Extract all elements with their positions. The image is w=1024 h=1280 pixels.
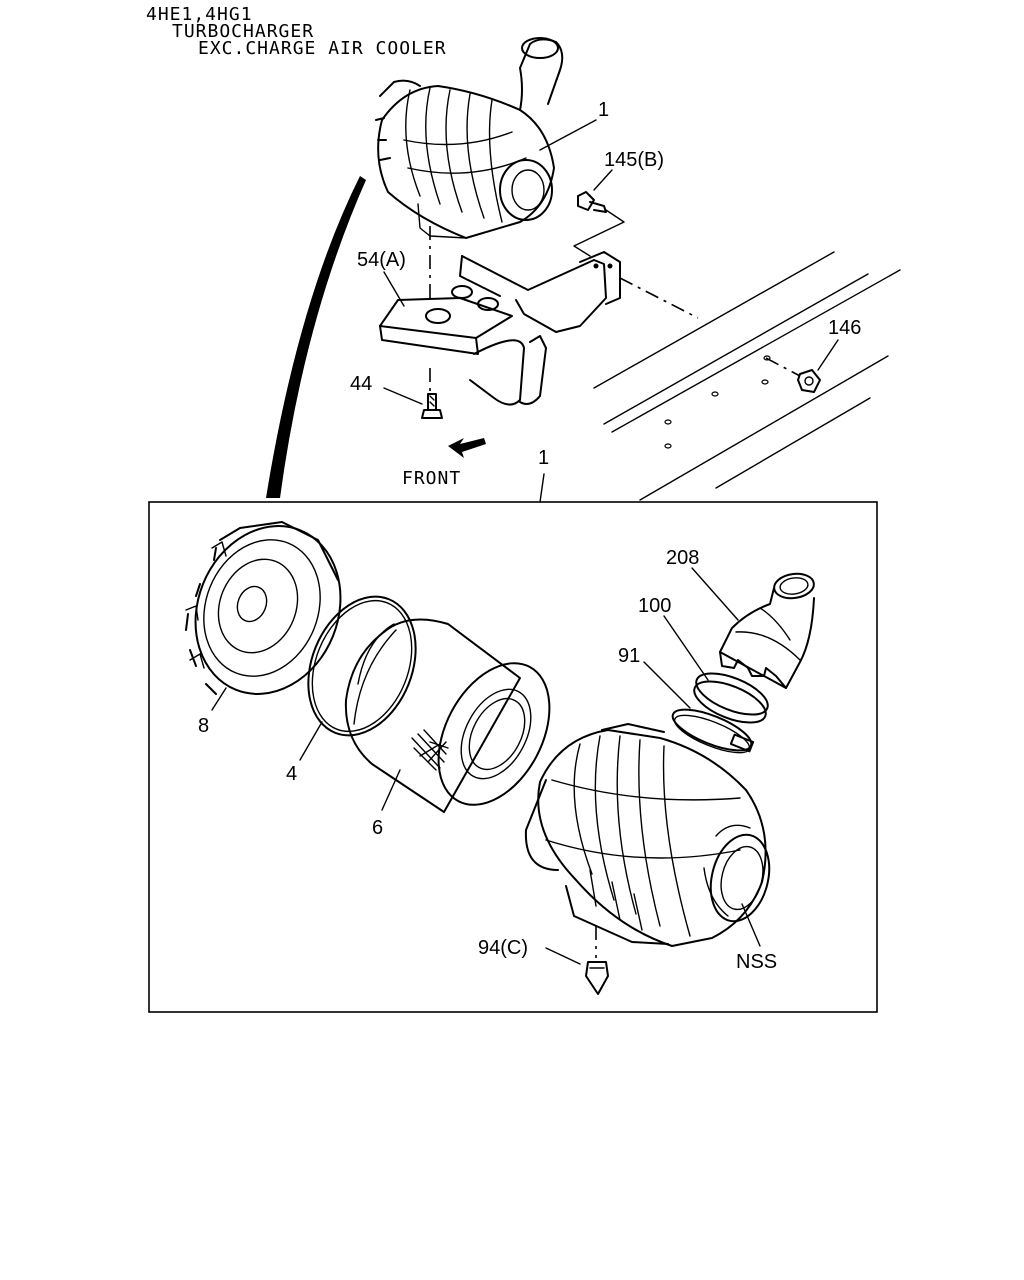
valve-icon[interactable] [585,926,609,995]
callout-145: 145(B) [604,149,665,171]
callout-91: 91 [618,645,641,667]
ring-icon[interactable] [689,665,773,731]
cover-icon[interactable] [171,504,365,716]
detail-reference-arc [266,176,366,498]
chassis-frame-icon [593,251,901,501]
callout-1-detail: 1 [538,447,550,469]
variant-exclusion-label: EXC.CHARGE AIR COOLER [198,38,447,59]
bolt-44-icon[interactable] [421,368,443,419]
engine-variant-label: TURBOCHARGER [172,21,315,42]
nut-146-icon[interactable] [797,369,821,393]
front-arrow-icon [448,438,486,458]
callout-4: 4 [286,763,298,785]
bracket-icon[interactable] [379,251,621,406]
callout-nss: NSS [736,951,778,973]
inlet-hose-icon[interactable] [719,571,815,689]
callout-100: 100 [638,595,672,617]
model-code-label: 4HE1,4HG1 [146,4,253,25]
front-direction-label: FRONT [402,468,462,489]
callout-94: 94(C) [478,937,529,959]
callout-146: 146 [828,317,862,339]
callout-44: 44 [350,373,373,395]
o-ring-icon[interactable] [289,581,436,752]
callout-8: 8 [198,715,210,737]
callout-208: 208 [666,547,700,569]
callout-1-top: 1 [598,99,610,121]
callout-6: 6 [372,817,384,839]
air-cleaner-assembly-icon[interactable] [375,37,564,239]
filter-element-icon[interactable] [344,618,572,824]
callout-54: 54(A) [357,249,406,271]
detail-frame [148,501,878,1013]
air-cleaner-body-icon[interactable] [524,723,778,947]
bolt-145-icon[interactable] [577,191,607,213]
clamp-icon[interactable] [668,701,756,760]
